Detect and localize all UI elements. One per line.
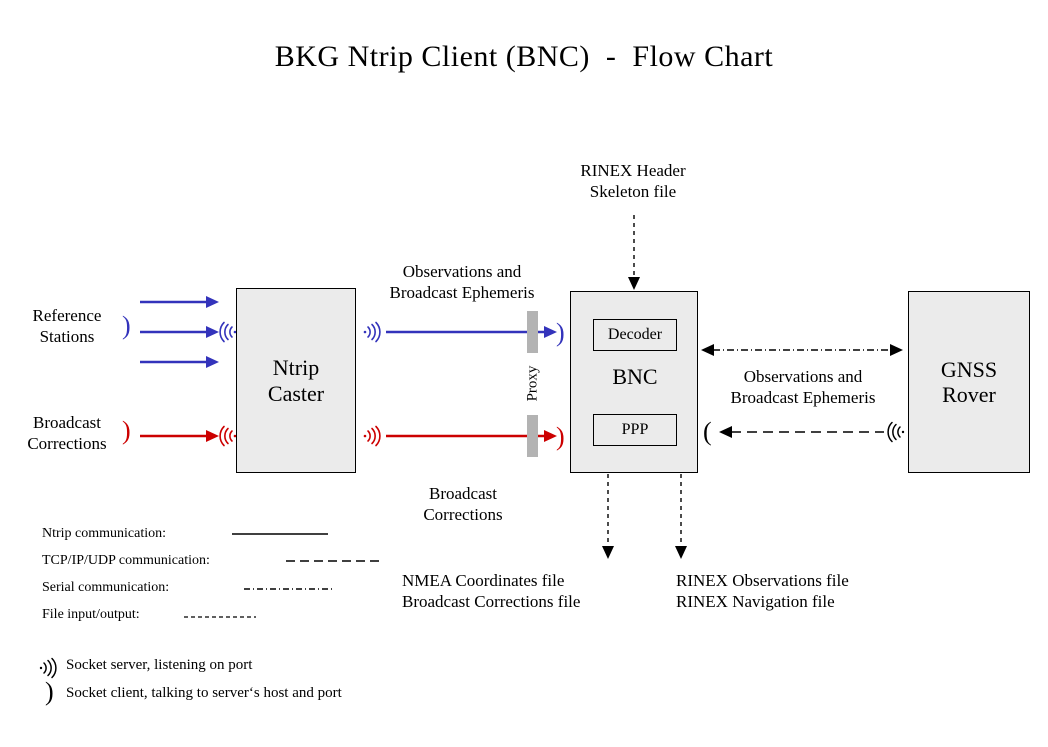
arrow-reference-station-1 bbox=[140, 294, 220, 310]
legend-label-socket-client: Socket client, talking to server‘s host … bbox=[66, 685, 342, 701]
arrow-reference-station-2 bbox=[140, 324, 220, 340]
socket-server-icon-caster-out-red bbox=[362, 425, 386, 447]
legend-swatch-file-dotted bbox=[184, 615, 256, 619]
label-observations-ephemeris-right: Observations and Broadcast Ephemeris bbox=[730, 367, 876, 408]
socket-client-icon-bnc-in-red: ) bbox=[556, 422, 565, 451]
node-bnc-decoder[interactable]: Decoder bbox=[593, 319, 677, 351]
arrow-reference-station-3 bbox=[140, 354, 220, 370]
arrow-serial-bnc-rover bbox=[700, 342, 904, 358]
legend-label-tcp: TCP/IP/UDP communication: bbox=[42, 553, 210, 568]
arrow-observations-ephemeris-to-bnc bbox=[386, 324, 558, 340]
node-ntrip-caster[interactable]: Ntrip Caster bbox=[236, 288, 356, 473]
label-rinex-header-skeleton-file: RINEX Header Skeleton file bbox=[580, 161, 686, 202]
node-bnc-ppp-label: PPP bbox=[621, 421, 649, 438]
label-broadcast-corrections-mid: Broadcast Corrections bbox=[423, 484, 503, 525]
socket-client-icon-bnc-in-blue: ) bbox=[556, 318, 565, 347]
socket-server-icon-legend bbox=[38, 657, 62, 679]
legend-swatch-serial-dashdot bbox=[244, 587, 332, 591]
legend-row-serial: Serial communication: bbox=[42, 578, 169, 596]
proxy-bar-bottom bbox=[527, 415, 538, 457]
label-reference-stations: Reference Stations bbox=[32, 306, 102, 347]
arrow-broadcast-corrections-to-bnc bbox=[386, 428, 558, 444]
legend-label-socket-server: Socket server, listening on port bbox=[66, 657, 253, 673]
legend-swatch-tcp-dashed bbox=[286, 559, 382, 563]
label-nmea-output-files: NMEA Coordinates file Broadcast Correcti… bbox=[402, 571, 581, 612]
label-broadcast-corrections-source: Broadcast Corrections bbox=[27, 413, 107, 454]
legend-label-serial: Serial communication: bbox=[42, 580, 170, 595]
label-observations-ephemeris-top: Observations and Broadcast Ephemeris bbox=[389, 262, 535, 303]
legend-row-ntrip: Ntrip communication: bbox=[42, 524, 166, 542]
proxy-bar-top bbox=[527, 311, 538, 353]
arrow-skeleton-file-into-bnc bbox=[626, 215, 642, 291]
socket-server-icon-caster-in-red bbox=[214, 425, 238, 447]
page-title: BKG Ntrip Client (BNC) - Flow Chart bbox=[274, 40, 774, 73]
node-bnc-decoder-label: Decoder bbox=[607, 326, 663, 343]
socket-server-icon-rover bbox=[882, 421, 906, 443]
node-gnss-rover-label: GNSS Rover bbox=[940, 356, 998, 407]
socket-server-icon-caster-out-blue bbox=[362, 321, 386, 343]
label-proxy: Proxy bbox=[524, 365, 541, 402]
node-bnc-label: BNC bbox=[612, 364, 658, 389]
arrow-broadcast-corrections-in bbox=[140, 428, 220, 444]
legend-swatch-ntrip-solid bbox=[232, 532, 328, 536]
label-rinex-output-files: RINEX Observations file RINEX Navigation… bbox=[676, 571, 849, 612]
legend-label-ntrip: Ntrip communication: bbox=[42, 526, 167, 541]
node-gnss-rover[interactable]: GNSS Rover bbox=[908, 291, 1030, 473]
socket-client-icon-legend: ) bbox=[45, 677, 54, 706]
node-ntrip-caster-label: Ntrip Caster bbox=[267, 355, 325, 406]
socket-client-icon-broadcast-corrections: ) bbox=[122, 416, 131, 445]
node-bnc-ppp[interactable]: PPP bbox=[593, 414, 677, 446]
socket-server-icon-caster-in-blue bbox=[214, 321, 238, 343]
arrow-bnc-to-rinex-files bbox=[673, 474, 689, 560]
legend-row-tcp: TCP/IP/UDP communication: bbox=[42, 551, 210, 569]
socket-client-icon-reference-stations: ) bbox=[122, 311, 131, 340]
arrow-bnc-to-nmea-files bbox=[600, 474, 616, 560]
socket-client-icon-bnc-rover: ( bbox=[703, 417, 712, 446]
arrow-tcp-rover-to-bnc bbox=[718, 424, 884, 440]
legend-label-file-io: File input/output: bbox=[42, 607, 140, 622]
node-bnc[interactable]: Decoder BNC PPP bbox=[570, 291, 698, 473]
legend-row-file-io: File input/output: bbox=[42, 605, 140, 623]
